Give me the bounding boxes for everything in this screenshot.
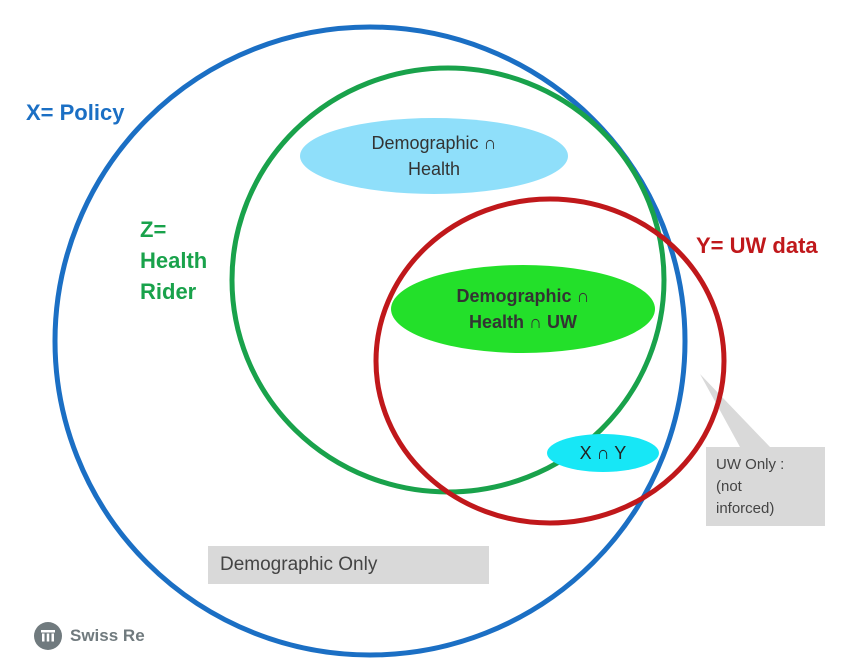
demographic-health-uw-line-1: Demographic ∩: [456, 286, 590, 306]
swiss-re-logo-text: Swiss Re: [70, 626, 145, 645]
demographic-health-uw-line-2: Health ∩ UW: [469, 312, 577, 332]
health-rider-label-line-2: Health: [140, 248, 208, 273]
uw-only-line-1: UW Only :: [716, 456, 785, 473]
health-rider-set-label: Z= Health Rider: [140, 214, 207, 307]
demographic-health-region: Demographic ∩ Health: [300, 118, 568, 194]
demographic-health-line-2: Health: [407, 159, 461, 179]
demographic-only-label: Demographic Only: [208, 546, 489, 584]
uw-data-set-label: Y= UW data: [696, 233, 818, 258]
uw-only-callout-pointer: [700, 374, 770, 447]
health-rider-label-line-3: Rider: [140, 279, 197, 304]
uw-data-circle: [373, 196, 727, 526]
swiss-re-logo: Swiss Re: [34, 622, 145, 650]
health-rider-label-line-1: Z=: [140, 217, 167, 242]
uw-only-line-2: (not: [716, 478, 742, 495]
uw-only-line-3: inforced): [716, 500, 775, 517]
policy-circle: [52, 24, 688, 658]
swiss-re-logo-icon: [34, 622, 62, 650]
policy-set-label: X= Policy: [26, 100, 125, 125]
demographic-health-line-1: Demographic ∩: [371, 133, 497, 153]
demographic-health-uw-region: Demographic ∩ Health ∩ UW: [391, 265, 655, 353]
x-intersect-y-region: X ∩ Y: [547, 434, 659, 472]
uw-only-callout: UW Only : (not inforced): [706, 447, 825, 526]
